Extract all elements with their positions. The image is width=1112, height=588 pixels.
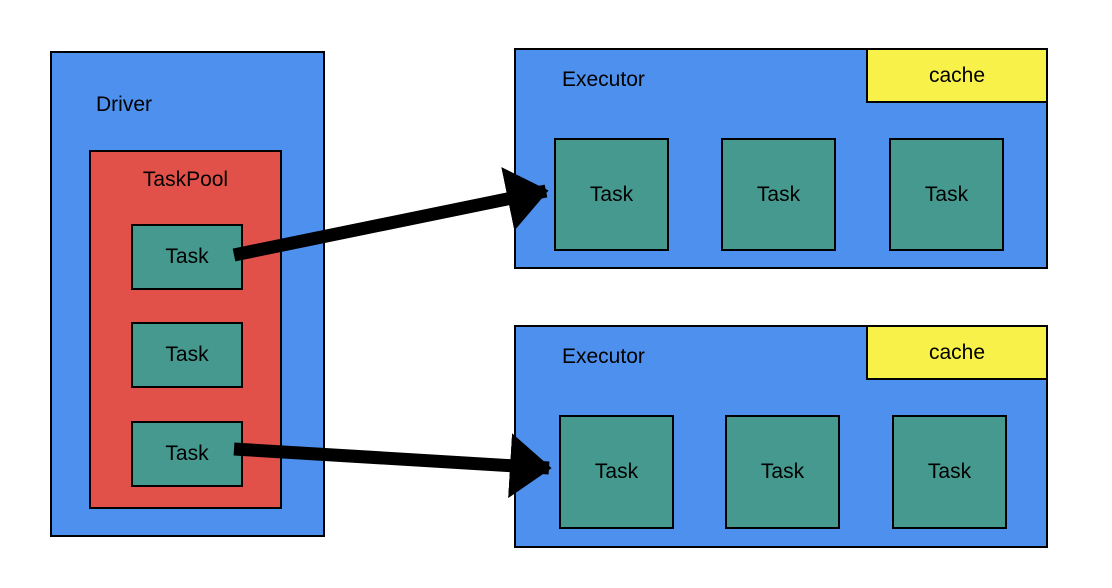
executor-1-task-1: Task: [554, 138, 669, 251]
executor-2-box: Executor cache Task Task Task: [514, 325, 1048, 548]
task-label: Task: [760, 460, 805, 483]
driver-pool-task-3: Task: [131, 421, 243, 487]
driver-pool-task-1: Task: [131, 224, 243, 290]
task-label: Task: [589, 182, 634, 206]
executor-1-cache-box: cache: [866, 48, 1048, 103]
driver-pool-task-2: Task: [131, 322, 243, 388]
cache-label: cache: [928, 341, 986, 364]
executor-2-task-3: Task: [892, 415, 1007, 529]
taskpool-box: TaskPool Task Task Task: [89, 150, 282, 509]
task-label: Task: [756, 182, 801, 206]
executor-2-task-2: Task: [725, 415, 840, 529]
task-label: Task: [165, 343, 209, 366]
task-label: Task: [927, 460, 972, 483]
executor-1-task-3: Task: [889, 138, 1004, 251]
executor-2-label: Executor: [562, 345, 645, 368]
executor-1-task-2: Task: [721, 138, 836, 251]
executor-1-box: Executor cache Task Task Task: [514, 48, 1048, 269]
task-label: Task: [594, 460, 639, 483]
executor-2-task-1: Task: [559, 415, 674, 529]
executor-2-cache-box: cache: [866, 325, 1048, 380]
task-label: Task: [165, 442, 209, 465]
taskpool-label: TaskPool: [142, 168, 229, 191]
task-label: Task: [165, 245, 209, 268]
executor-1-label: Executor: [562, 68, 645, 91]
driver-label: Driver: [96, 93, 152, 116]
cache-label: cache: [928, 64, 986, 87]
task-label: Task: [924, 182, 969, 206]
driver-box: Driver TaskPool Task Task Task: [50, 51, 325, 537]
